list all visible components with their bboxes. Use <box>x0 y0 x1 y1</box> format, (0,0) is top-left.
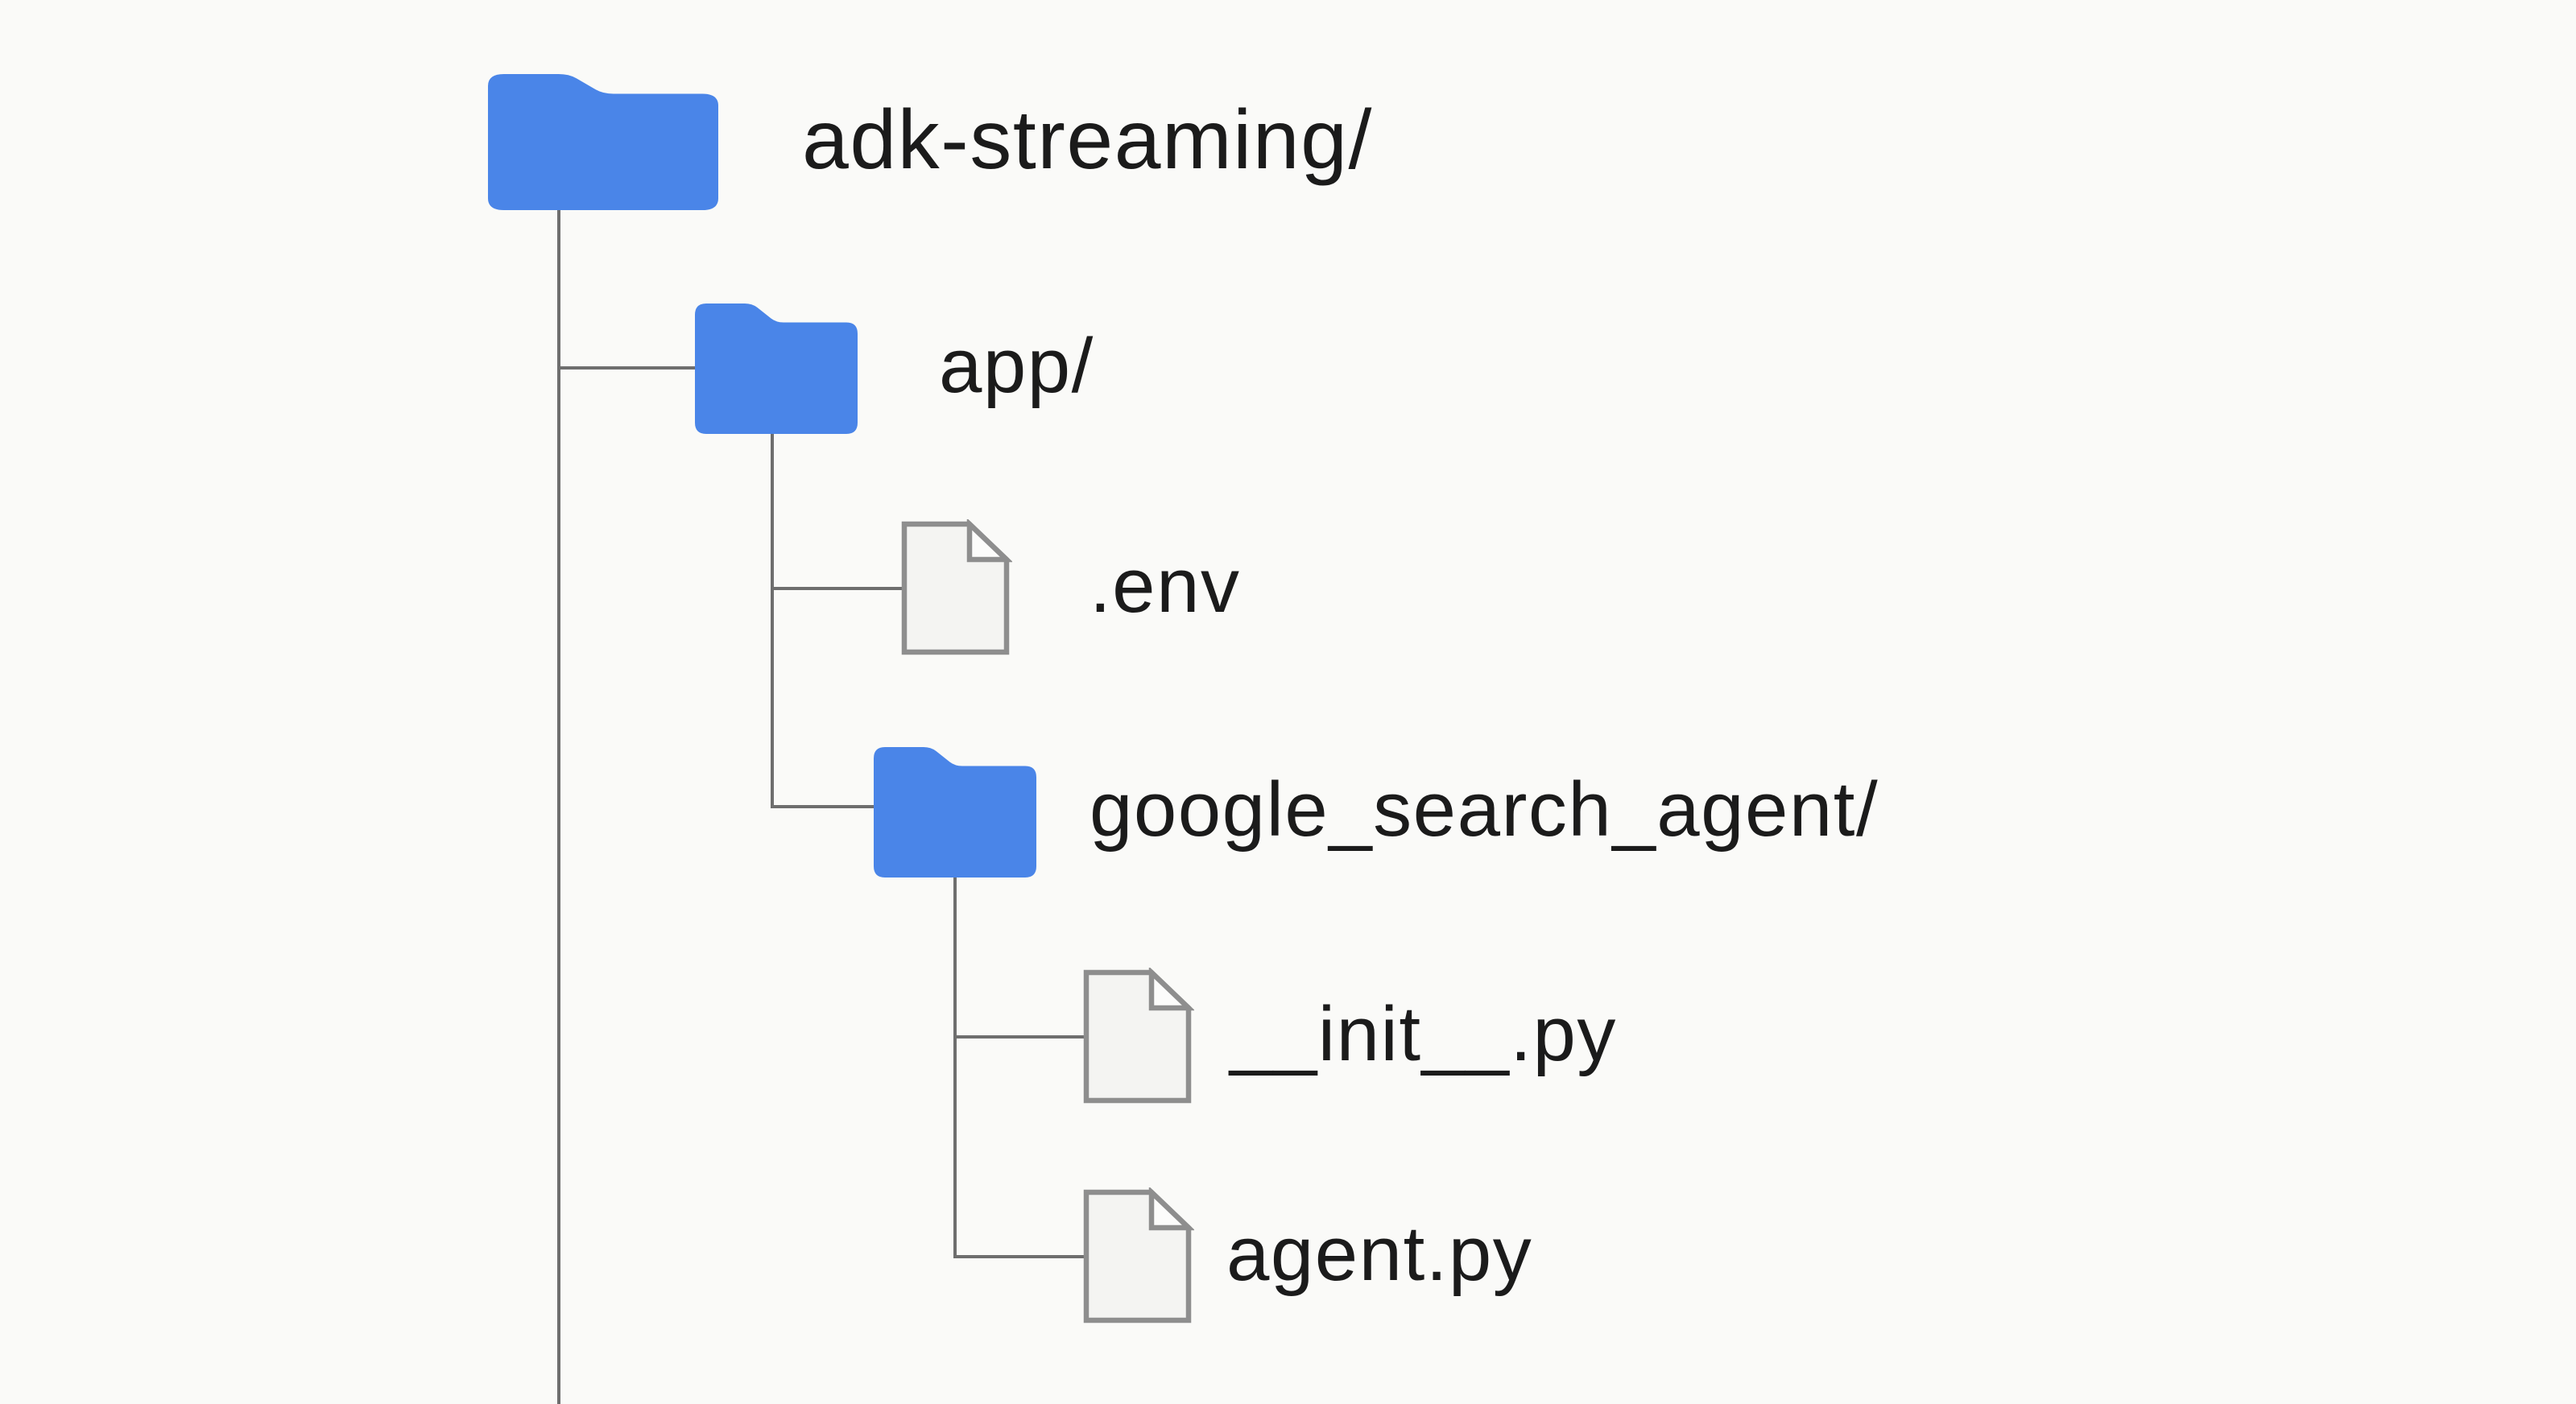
tree-node-adk-streaming: adk-streaming/ <box>488 74 1373 210</box>
file-icon <box>901 519 1012 655</box>
folder-icon <box>695 304 858 434</box>
connector-app-vertical <box>771 432 774 808</box>
file-icon <box>1083 968 1194 1104</box>
connector-init-horizontal <box>953 1035 1084 1039</box>
connector-gsa-vertical <box>953 876 957 1257</box>
tree-node-init-py: __init__.py <box>1081 968 1617 1105</box>
connector-app-horizontal <box>557 366 698 370</box>
tree-node-label: adk-streaming/ <box>802 93 1373 187</box>
connector-env-horizontal <box>771 587 902 590</box>
connector-agent-horizontal <box>953 1255 1084 1258</box>
connector-gsa-horizontal <box>771 805 877 808</box>
file-icon <box>1083 1187 1194 1323</box>
tree-node-label: .env <box>1090 542 1241 629</box>
tree-node-env: .env <box>899 519 1240 657</box>
tree-node-agent-py: agent.py <box>1081 1187 1532 1325</box>
tree-node-label: google_search_agent/ <box>1090 766 1879 853</box>
tree-node-label: __init__.py <box>1230 990 1617 1077</box>
tree-node-label: app/ <box>939 323 1094 409</box>
connector-root-vertical <box>557 209 560 1404</box>
folder-icon <box>488 74 718 210</box>
tree-node-google-search-agent: google_search_agent/ <box>874 747 1879 878</box>
folder-icon <box>874 747 1036 878</box>
tree-node-app: app/ <box>695 304 1094 434</box>
tree-node-label: agent.py <box>1226 1210 1533 1297</box>
